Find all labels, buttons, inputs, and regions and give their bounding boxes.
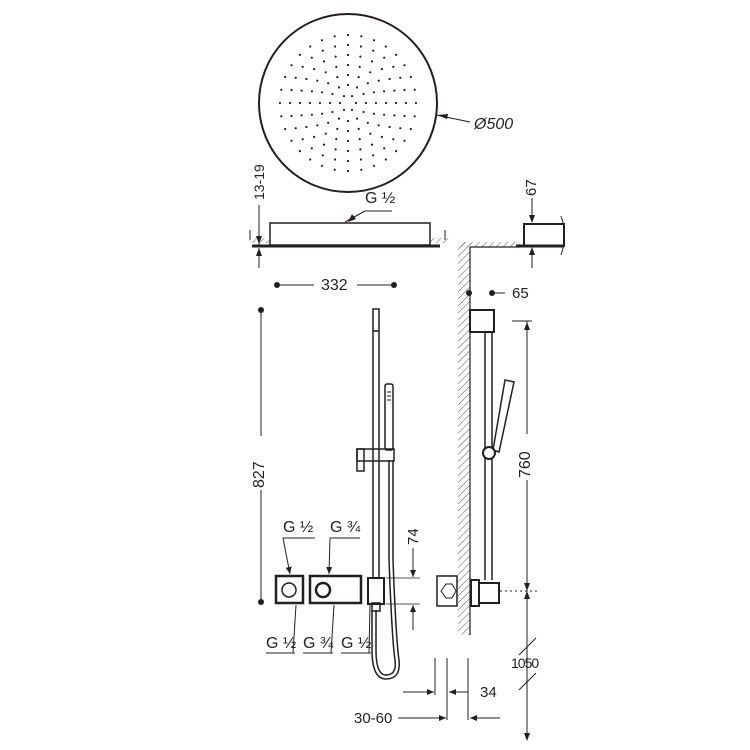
bottom-thread-label-1: G ½ xyxy=(266,635,297,652)
bottom-thread-label-3: G ½ xyxy=(341,635,372,652)
wall-side-view xyxy=(398,198,565,741)
front-outlet-height-label: 74 xyxy=(405,528,422,545)
bar-height-label: 760 xyxy=(517,451,534,478)
shower-head-width-label: 332 xyxy=(321,277,348,294)
diameter-label: Ø500 xyxy=(474,116,514,133)
recess-depth-label: 13-19 xyxy=(251,164,267,200)
bar-offset-label: 65 xyxy=(512,285,529,302)
bottom-thread-label-2: G ¾ xyxy=(303,635,334,652)
wall-depth-label: 34 xyxy=(480,684,497,701)
valve-left-thread-label: G ½ xyxy=(283,519,314,536)
valve-right-thread-label: G ¾ xyxy=(330,519,361,536)
outlet-height-label: 1050 xyxy=(511,655,539,671)
shower-head-side-view xyxy=(249,205,450,288)
front-view xyxy=(258,307,420,680)
shower-head-thread-label: G ½ xyxy=(365,190,396,207)
shower-head-top-view xyxy=(258,13,471,193)
arm-thickness-label: 67 xyxy=(523,179,540,196)
total-height-label: 827 xyxy=(251,461,268,488)
recess-range-label: 30-60 xyxy=(354,710,393,727)
